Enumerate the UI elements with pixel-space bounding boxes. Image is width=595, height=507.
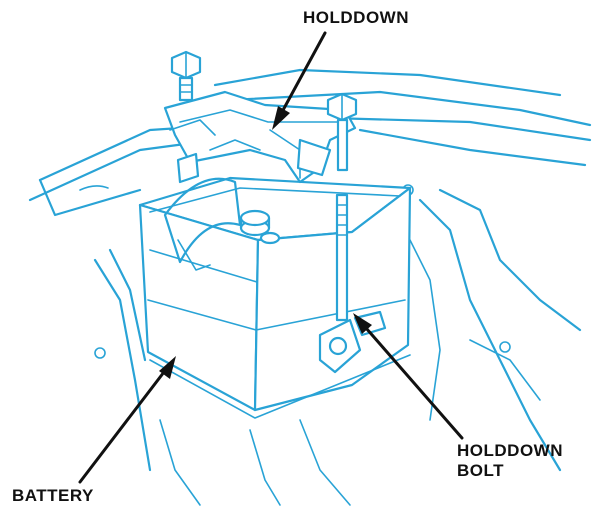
battery-label: BATTERY [12, 486, 94, 505]
battery-arrowhead [159, 356, 176, 379]
holddown-bracket-icon [163, 90, 357, 184]
battery-icon [138, 176, 412, 419]
holddown-bolt-arrowhead [353, 313, 372, 334]
holddown-bolt-label-line1: HOLDDOWN [457, 441, 563, 460]
holddown-bolt-icon [318, 92, 387, 374]
battery-leader [78, 370, 166, 484]
holddown-label: HOLDDOWN [303, 8, 409, 27]
holddown-arrowhead [272, 106, 290, 130]
holddown-bolt-leader [364, 326, 464, 440]
engine-bay-background [28, 68, 592, 506]
callout-leaders [78, 31, 464, 484]
holddown-leader [280, 31, 327, 114]
left-nut-icon [170, 50, 202, 184]
holddown-bolt-label-line2: BOLT [457, 461, 505, 480]
holddown-bolt-label: HOLDDOWN BOLT [457, 441, 563, 481]
